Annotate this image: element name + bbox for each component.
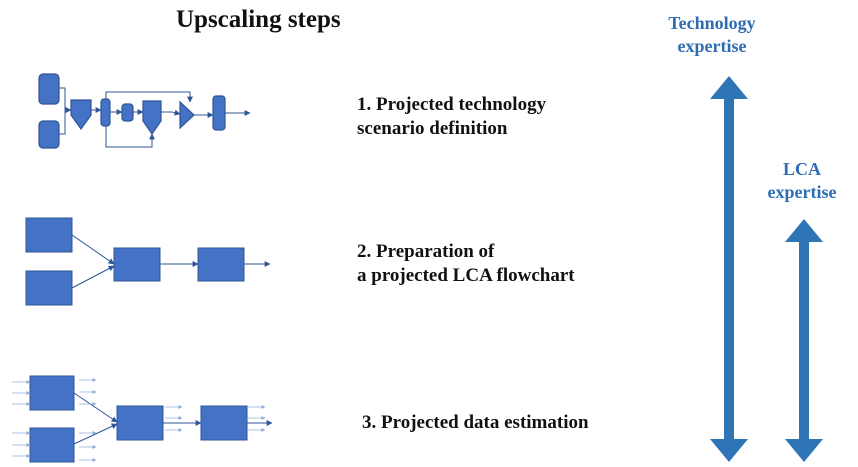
- technology-expertise-arrow: [710, 76, 748, 462]
- lca-expertise-line-2: expertise: [767, 182, 837, 202]
- lca-expertise-label: LCA expertise: [752, 158, 852, 204]
- lca-expertise-line-1: LCA: [782, 159, 821, 179]
- process-flow-diagram: [38, 73, 226, 149]
- step-3-label: 3. Projected data estimation: [362, 411, 589, 435]
- diagram-title: Upscaling steps: [176, 6, 341, 33]
- feed-vessel-top: [38, 73, 60, 105]
- feed-vessel-bottom: [38, 120, 60, 149]
- estimation-box-process: [116, 405, 164, 441]
- lca-expertise-arrow: [785, 219, 823, 462]
- estimation-box-output: [200, 405, 248, 441]
- lca-flowchart: [25, 217, 271, 306]
- hopper-unit-2: [142, 100, 162, 136]
- step-2-line-1: 2. Preparation of: [357, 241, 495, 262]
- elementary-flow-arrows: [12, 378, 266, 462]
- flowchart-box-output: [197, 247, 245, 282]
- data-estimation-diagram: [12, 375, 273, 463]
- column-unit-2: [212, 95, 226, 131]
- step-2-label: 2. Preparation of a projected LCA flowch…: [357, 240, 575, 288]
- step-1-line-2: scenario definition: [357, 118, 508, 139]
- estimation-box-input-bottom: [29, 427, 75, 463]
- technology-expertise-label: Technology expertise: [662, 12, 762, 58]
- process-flow-lines: [59, 87, 251, 148]
- flowchart-box-process: [113, 247, 161, 282]
- compressor-unit: [179, 100, 195, 130]
- estimation-box-input-top: [29, 375, 75, 411]
- column-unit-1: [100, 98, 111, 127]
- technology-expertise-line-1: Technology: [668, 13, 756, 33]
- step-3-line-1: 3. Projected data estimation: [362, 412, 589, 433]
- technology-expertise-line-2: expertise: [677, 36, 747, 56]
- small-vessel-unit: [121, 103, 134, 122]
- step-2-line-2: a projected LCA flowchart: [357, 265, 575, 286]
- flowchart-box-input-top: [25, 217, 73, 253]
- step-1-label: 1. Projected technology scenario definit…: [357, 93, 546, 141]
- flowchart-box-input-bottom: [25, 270, 73, 306]
- hopper-unit-1: [70, 99, 92, 131]
- step-1-line-1: 1. Projected technology: [357, 94, 547, 115]
